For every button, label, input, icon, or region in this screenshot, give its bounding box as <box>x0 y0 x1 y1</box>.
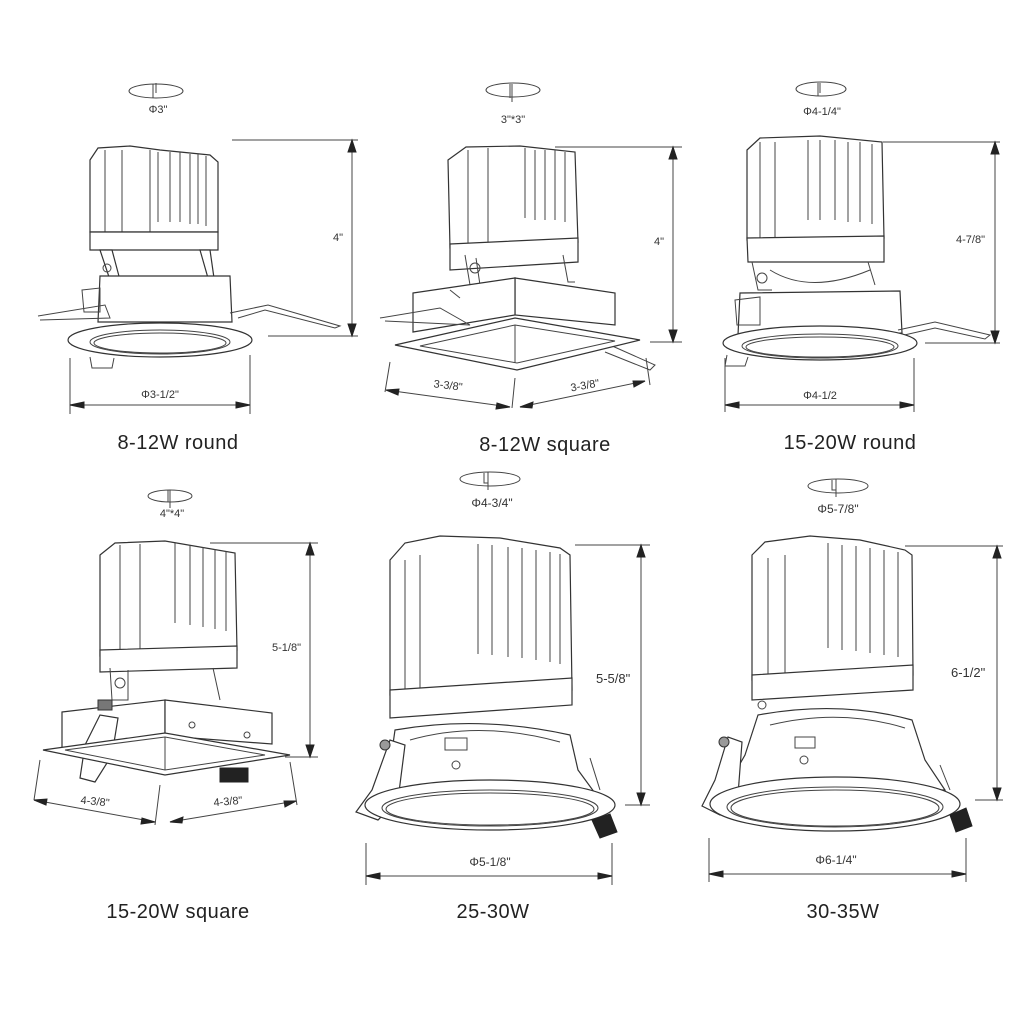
height-dimension: 4-7/8" <box>956 234 985 246</box>
product-caption: 15-20W square <box>106 901 250 923</box>
product-caption: 15-20W round <box>783 432 917 454</box>
cutout-dimension: Φ3" <box>148 104 168 116</box>
height-dimension: 4" <box>333 232 344 244</box>
cutout-dimension: Φ4-1/4" <box>803 106 841 118</box>
height-dimension: 5-5/8" <box>596 671 631 686</box>
product-caption: 8-12W square <box>479 434 611 456</box>
height-dimension: 4" <box>654 236 665 248</box>
trim-width-dimension: Φ6-1/4" <box>815 853 857 867</box>
height-dimension: 6-1/2" <box>951 665 986 680</box>
trim-width-dimension: Φ4-1/2 <box>803 390 837 402</box>
product-caption: 30-35W <box>806 901 880 923</box>
cutout-dimension: Φ5-7/8" <box>817 502 859 516</box>
trim-width-dimension: Φ5-1/8" <box>469 855 511 869</box>
square-downlight-drawing <box>379 82 682 410</box>
cutout-dimension: 3"*3" <box>500 114 526 126</box>
product-15-20w-round: Φ4-1/4" 4-7/8" Φ4-1/2 15-20W round <box>0 0 1024 470</box>
trim-width-dimension: Φ3-1/2" <box>141 389 179 401</box>
product-caption: 25-30W <box>456 901 530 923</box>
product-8-12w-square: 3"*3" 4" 3-3/8" 3-3/8" 8-12W square <box>0 0 1024 470</box>
height-dimension: 5-1/8" <box>272 642 301 654</box>
cutout-dimension: 4"*4" <box>159 508 185 520</box>
round-downlight-drawing <box>722 81 1000 412</box>
product-8-12w-round: Φ3" 4" Φ3-1/2" 8-12W round <box>0 0 370 470</box>
product-caption: 8-12W round <box>117 432 239 454</box>
cutout-dimension: Φ4-3/4" <box>471 496 513 510</box>
round-downlight-drawing <box>37 83 358 414</box>
